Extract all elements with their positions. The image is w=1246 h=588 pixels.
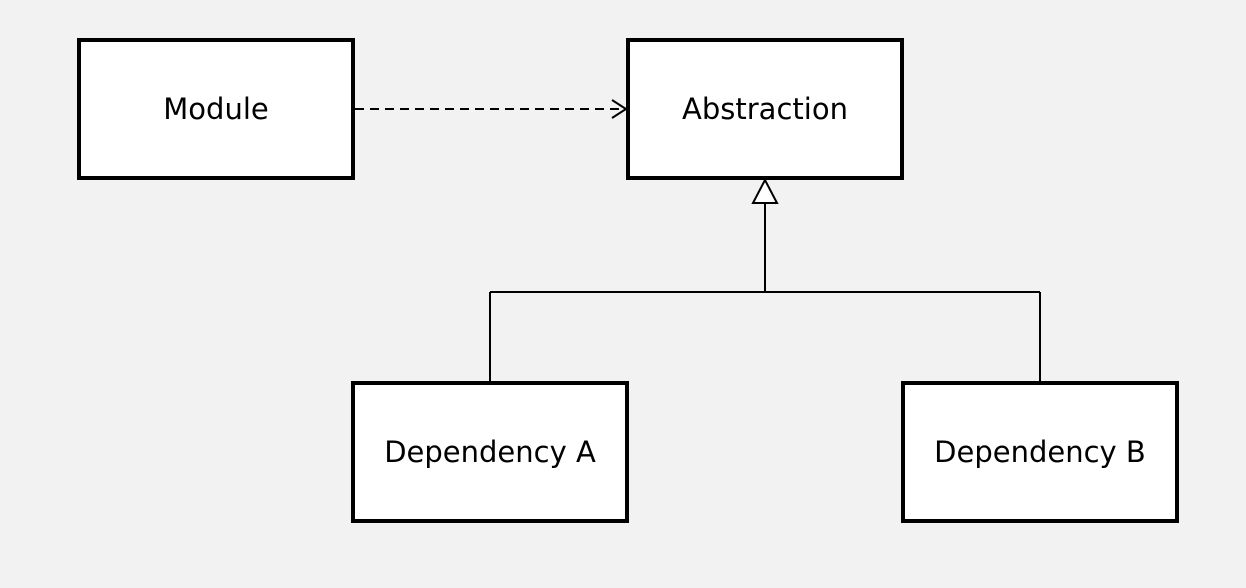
module-label: Module bbox=[163, 92, 269, 126]
dependency-a-box: Dependency A bbox=[351, 381, 629, 523]
dependency-a-label: Dependency A bbox=[384, 435, 596, 469]
dependency-b-label: Dependency B bbox=[934, 435, 1146, 469]
dependency-b-box: Dependency B bbox=[901, 381, 1179, 523]
abstraction-box: Abstraction bbox=[626, 38, 904, 180]
hollow-triangle-arrowhead-icon bbox=[751, 177, 779, 204]
module-box: Module bbox=[77, 38, 355, 180]
abstraction-label: Abstraction bbox=[682, 92, 848, 126]
